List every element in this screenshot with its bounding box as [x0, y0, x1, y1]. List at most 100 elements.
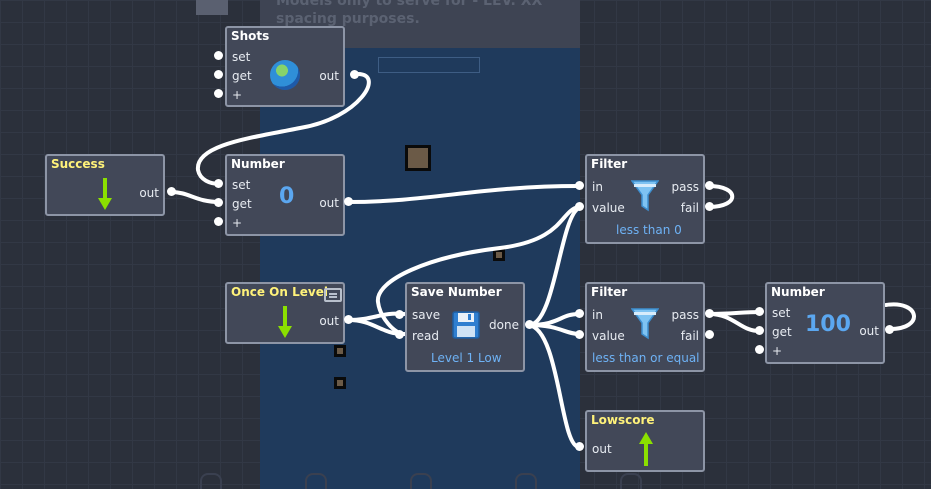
port-save[interactable]: save	[412, 308, 441, 322]
pin-out[interactable]	[344, 197, 353, 206]
pin-pass[interactable]	[705, 181, 714, 190]
port-fail[interactable]: fail	[680, 201, 699, 215]
pin-fail[interactable]	[705, 330, 714, 339]
pin-pass[interactable]	[705, 309, 714, 318]
port-set[interactable]: set	[772, 306, 791, 320]
port-out[interactable]: out	[139, 186, 159, 200]
pin-get[interactable]	[755, 326, 764, 335]
arrow-up-icon	[639, 432, 653, 466]
level-frame	[378, 57, 480, 73]
port-set[interactable]: set	[232, 50, 251, 64]
port-add[interactable]: +	[772, 344, 783, 358]
pin-read[interactable]	[395, 330, 404, 339]
number-value: 0	[279, 184, 295, 209]
pin-done[interactable]	[525, 320, 534, 329]
number-node[interactable]: Number set get + out 0	[225, 154, 345, 236]
port-get[interactable]: get	[772, 325, 792, 339]
toolbar-ghost-icon	[515, 473, 537, 489]
port-out[interactable]: out	[859, 324, 879, 338]
comment-icon[interactable]	[324, 288, 342, 302]
port-out[interactable]: out	[319, 314, 339, 328]
port-value[interactable]: value	[592, 329, 625, 343]
level-block	[405, 145, 431, 171]
node-title: Number	[771, 285, 825, 299]
pin-set[interactable]	[214, 51, 223, 60]
node-title: Filter	[591, 285, 628, 299]
pin-in[interactable]	[575, 181, 584, 190]
wire	[707, 310, 763, 316]
wire	[195, 72, 371, 186]
toolbar-ghost-icon	[200, 473, 222, 489]
wire	[169, 190, 222, 204]
port-done[interactable]: done	[489, 318, 519, 332]
pin-out[interactable]	[167, 187, 176, 196]
wire	[884, 302, 916, 331]
lowscore-node[interactable]: Lowscore out	[585, 410, 705, 472]
pin-get[interactable]	[214, 198, 223, 207]
wire	[527, 206, 581, 327]
node-title: Success	[51, 157, 105, 171]
pin-save[interactable]	[395, 310, 404, 319]
filter-node[interactable]: Filter in value pass fail less than or e…	[585, 282, 705, 372]
funnel-icon	[631, 308, 659, 340]
wire	[527, 323, 581, 449]
number-node[interactable]: Number set get + out 100	[765, 282, 885, 364]
toolbar-ghost-icon	[305, 473, 327, 489]
save-slot: Level 1 Low	[431, 351, 502, 365]
pin-set[interactable]	[214, 179, 223, 188]
port-get[interactable]: get	[232, 197, 252, 211]
level-object	[196, 0, 228, 15]
port-add[interactable]: +	[232, 88, 243, 102]
node-title: Lowscore	[591, 413, 655, 427]
port-out[interactable]: out	[319, 69, 339, 83]
node-title: Shots	[231, 29, 270, 43]
node-title: Number	[231, 157, 285, 171]
port-value[interactable]: value	[592, 201, 625, 215]
port-out[interactable]: out	[592, 442, 612, 456]
filter-node[interactable]: Filter in value pass fail less than 0	[585, 154, 705, 244]
port-get[interactable]: get	[232, 69, 252, 83]
pin-in[interactable]	[575, 309, 584, 318]
once-on-level-node[interactable]: Once On Level out	[225, 282, 345, 344]
port-pass[interactable]: pass	[671, 180, 699, 194]
port-set[interactable]: set	[232, 178, 251, 192]
wire	[707, 184, 735, 209]
node-title: Save Number	[411, 285, 502, 299]
port-add[interactable]: +	[232, 216, 243, 230]
port-out[interactable]: out	[319, 196, 339, 210]
number-value: 100	[805, 312, 851, 337]
wire	[375, 205, 581, 336]
wire	[346, 184, 581, 204]
level-text-line2: spacing purposes.	[276, 11, 420, 27]
pin-out[interactable]	[885, 325, 894, 334]
pin-set[interactable]	[755, 307, 764, 316]
pin-value[interactable]	[575, 330, 584, 339]
globe-icon	[270, 60, 300, 90]
level-marker	[334, 345, 346, 357]
shots-node[interactable]: Shots set get + out	[225, 26, 345, 107]
save-number-node[interactable]: Save Number save read done Level 1 Low	[405, 282, 525, 372]
port-read[interactable]: read	[412, 329, 440, 343]
pin-get[interactable]	[214, 70, 223, 79]
filter-condition: less than or equal	[592, 351, 700, 365]
port-in[interactable]: in	[592, 180, 603, 194]
wire	[707, 312, 763, 334]
node-title: Once On Level	[231, 285, 328, 299]
toolbar-ghost-icon	[620, 473, 642, 489]
success-node[interactable]: Success out	[45, 154, 165, 216]
pin-out[interactable]	[575, 442, 584, 451]
pin-value[interactable]	[575, 202, 584, 211]
pin-add[interactable]	[214, 217, 223, 226]
arrow-down-icon	[98, 178, 112, 210]
node-title: Filter	[591, 157, 628, 171]
pin-add[interactable]	[214, 89, 223, 98]
port-in[interactable]: in	[592, 308, 603, 322]
pin-fail[interactable]	[705, 202, 714, 211]
port-pass[interactable]: pass	[671, 308, 699, 322]
pin-add[interactable]	[755, 345, 764, 354]
level-marker	[493, 249, 505, 261]
pin-out[interactable]	[344, 315, 353, 324]
pin-out[interactable]	[350, 70, 359, 79]
toolbar-ghost-icon	[410, 473, 432, 489]
port-fail[interactable]: fail	[680, 329, 699, 343]
